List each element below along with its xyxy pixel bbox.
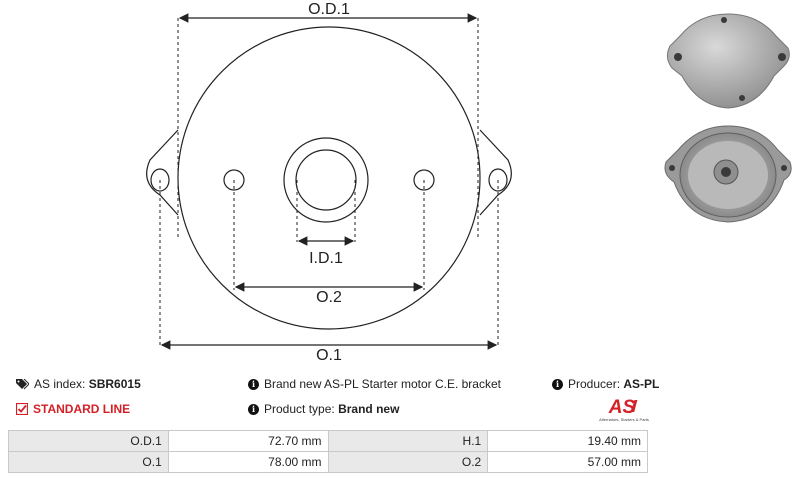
table-row: O.D.1 72.70 mm H.1 19.40 mm	[8, 430, 648, 452]
spec-value: 57.00 mm	[487, 451, 648, 473]
bracket-photo-top	[666, 13, 790, 109]
description-text: Brand new AS-PL Starter motor C.E. brack…	[264, 377, 501, 391]
spec-label: O.D.1	[8, 430, 169, 452]
product-type-value: Brand new	[338, 402, 400, 416]
bracket-photo-bottom	[664, 125, 792, 223]
producer-value: AS-PL	[623, 377, 660, 391]
spec-label: H.1	[327, 430, 489, 452]
mounting-ear-left	[146, 129, 179, 216]
product-type: i Product type: Brand new	[248, 402, 399, 416]
spec-value: 19.40 mm	[487, 430, 648, 452]
od1-label: O.D.1	[308, 1, 350, 18]
hole-inner-right	[413, 169, 435, 191]
spec-label: O.1	[8, 451, 169, 473]
spec-value: 72.70 mm	[167, 430, 329, 452]
standard-line-label: STANDARD LINE	[33, 402, 131, 416]
as-index-value: SBR6015	[88, 377, 141, 391]
spec-value: 78.00 mm	[167, 451, 329, 473]
producer-label: Producer:	[568, 377, 621, 391]
mounting-ear-right	[479, 129, 512, 216]
o1-label: O.1	[316, 347, 342, 364]
info-icon: i	[248, 403, 259, 415]
spec-table: O.D.1 72.70 mm H.1 19.40 mm O.1 78.00 mm…	[8, 430, 648, 473]
table-row: O.1 78.00 mm O.2 57.00 mm	[8, 451, 648, 473]
as-pl-logo: AS Alternators, Starters & Parts	[599, 397, 649, 422]
bracket-outline	[177, 26, 481, 330]
hub-outer	[283, 137, 369, 223]
info-icon: i	[248, 378, 259, 390]
svg-text:AS: AS	[608, 397, 636, 418]
as-index-label: AS index:	[34, 377, 86, 391]
svg-text:Alternators, Starters & Parts: Alternators, Starters & Parts	[599, 417, 649, 422]
product-type-label: Product type:	[264, 402, 335, 416]
as-index: AS index: SBR6015	[16, 377, 141, 391]
description: i Brand new AS-PL Starter motor C.E. bra…	[248, 377, 501, 391]
producer: i Producer: AS-PL	[552, 377, 659, 391]
info-icon: i	[552, 378, 563, 390]
hub-inner	[295, 149, 357, 211]
tag-icon	[16, 378, 29, 390]
spec-label: O.2	[327, 451, 489, 473]
o2-label: O.2	[316, 289, 342, 306]
id1-label: I.D.1	[309, 250, 343, 267]
hole-ear-right	[488, 168, 508, 192]
checkbox-checked-icon	[16, 403, 28, 415]
standard-line: STANDARD LINE	[16, 402, 130, 416]
hole-inner-left	[223, 169, 245, 191]
hole-ear-left	[150, 168, 170, 192]
technical-drawing: O.D.1 I.D.1 O.2 O.1	[146, 1, 512, 364]
